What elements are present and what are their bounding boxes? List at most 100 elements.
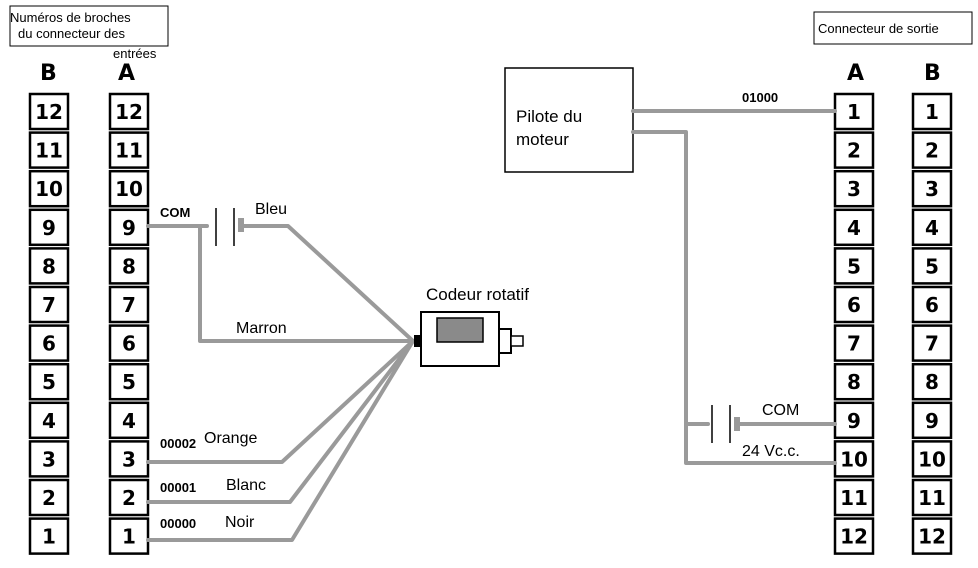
input-col-a-label: A	[118, 61, 135, 86]
output-pin-b-number: 10	[918, 447, 946, 471]
output-pin-b-number: 4	[925, 216, 939, 240]
input-col-b-label: B	[40, 61, 57, 86]
input-pin-a-cell	[108, 247, 150, 285]
output-pin-a-number: 6	[847, 293, 861, 317]
input-pin-a-cell	[108, 285, 150, 324]
output-pin-a-cell	[833, 362, 875, 401]
label-noir: Noir	[225, 514, 255, 531]
output-pin-a-number: 3	[847, 177, 861, 201]
output-pin-a-number: 10	[840, 447, 868, 471]
input-pin-b-cell	[28, 324, 70, 362]
output-pin-b-number: 8	[925, 370, 939, 394]
input-connector-title-line2: du connecteur des	[18, 26, 125, 41]
motor-contact-terminal	[734, 417, 740, 431]
output-pin-b-cell	[911, 169, 953, 208]
output-pin-a-cell	[833, 324, 875, 362]
input-pin-a-cell	[108, 440, 150, 478]
input-pin-a-cell	[108, 517, 150, 555]
output-pin-a-number: 9	[847, 409, 861, 433]
input-connector-title-box	[9, 5, 169, 47]
input-pin-a-cell	[108, 208, 150, 247]
wire-24v	[631, 130, 837, 465]
output-pin-b-cell	[911, 208, 953, 247]
input-pin-b-cell	[28, 440, 70, 478]
output-pin-b-cell	[911, 92, 953, 131]
input-pin-a-cell	[108, 401, 150, 440]
output-pin-a-number: 7	[847, 332, 861, 356]
input-pin-b-cell	[28, 401, 70, 440]
output-pin-b-number: 5	[925, 254, 939, 278]
input-pin-a-number: 4	[122, 409, 136, 433]
label-01000: 01000	[742, 90, 778, 105]
input-connector-title-line1: Numéros de broches	[10, 10, 131, 25]
output-pin-a-number: 12	[840, 525, 868, 549]
input-pin-b-cell	[28, 208, 70, 247]
output-pin-b-number: 7	[925, 332, 939, 356]
input-pin-a-number: 9	[122, 216, 136, 240]
output-pin-b-cell	[911, 247, 953, 285]
input-pin-b-cell	[28, 285, 70, 324]
wire-marron	[198, 224, 415, 343]
input-pin-b-cell	[28, 92, 70, 131]
output-pin-a-cell	[833, 401, 875, 440]
output-pin-a-number: 8	[847, 370, 861, 394]
output-pin-a-cell	[833, 440, 875, 478]
output-col-b-label: B	[924, 61, 941, 86]
output-connector-title: Connecteur de sortie	[818, 21, 939, 36]
output-pin-b-number: 2	[925, 139, 939, 163]
input-pin-b-number: 4	[42, 409, 56, 433]
input-pin-a-number: 5	[122, 370, 136, 394]
output-pin-b-number: 9	[925, 409, 939, 433]
output-pin-a-cell	[833, 208, 875, 247]
input-pin-b-number: 2	[42, 486, 56, 510]
input-pin-a-cell	[108, 131, 150, 169]
input-pin-a-number: 11	[115, 139, 143, 163]
wire-bleu	[242, 224, 415, 343]
label-com-motor: COM	[762, 402, 799, 419]
output-pin-a-number: 5	[847, 254, 861, 278]
input-pin-b-cell	[28, 247, 70, 285]
output-pin-a-cell	[833, 247, 875, 285]
label-blanc-code: 00001	[160, 480, 196, 495]
output-pin-a-cell	[833, 478, 875, 517]
output-pin-b-number: 1	[925, 100, 939, 124]
output-pin-b-number: 11	[918, 486, 946, 510]
label-blanc: Blanc	[226, 477, 266, 494]
motor-driver-line2: moteur	[516, 130, 569, 149]
output-pin-a-cell	[833, 285, 875, 324]
wire-blanc	[146, 339, 415, 504]
input-pin-b-number: 9	[42, 216, 56, 240]
input-pin-b-number: 3	[42, 447, 56, 471]
input-pin-a-number: 12	[115, 100, 143, 124]
input-pin-b-number: 8	[42, 254, 56, 278]
output-pin-b-cell	[911, 362, 953, 401]
label-marron: Marron	[236, 320, 287, 337]
output-pin-a-cell	[833, 131, 875, 169]
input-pin-b-cell	[28, 478, 70, 517]
output-pin-b-cell	[911, 401, 953, 440]
output-pin-b-cell	[911, 324, 953, 362]
input-pin-b-number: 7	[42, 293, 56, 317]
output-pin-b-cell	[911, 478, 953, 517]
wire-noir	[146, 339, 415, 542]
output-pin-b-cell	[911, 131, 953, 169]
input-pin-a-cell	[108, 362, 150, 401]
output-pin-b-number: 6	[925, 293, 939, 317]
output-pin-a-cell	[833, 169, 875, 208]
input-pin-a-number: 10	[115, 177, 143, 201]
input-pin-b-number: 10	[35, 177, 63, 201]
input-pin-b-number: 6	[42, 332, 56, 356]
output-pin-b-cell	[911, 440, 953, 478]
input-pin-a-cell	[108, 478, 150, 517]
label-orange-code: 00002	[160, 436, 196, 451]
input-connector-title-line3: entrées	[113, 46, 157, 61]
output-pin-b-number: 3	[925, 177, 939, 201]
input-pin-a-cell	[108, 92, 150, 131]
label-24v: 24 Vc.c.	[742, 443, 800, 460]
input-pin-a-number: 8	[122, 254, 136, 278]
output-pin-b-number: 12	[918, 525, 946, 549]
